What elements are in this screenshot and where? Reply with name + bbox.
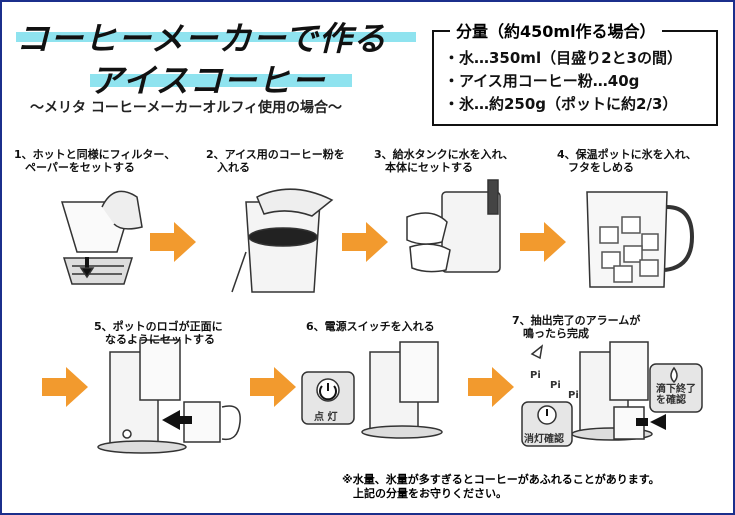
alarm-label: Pi xyxy=(530,370,541,381)
step-caption-3: 3、給水タンクに水を入れ、 本体にセットする xyxy=(374,148,514,174)
arrow-icon xyxy=(342,222,388,262)
drip-end-label: 滴下終了 を確認 xyxy=(656,384,696,406)
step-caption-6: 6、電源スイッチを入れる xyxy=(306,320,435,333)
step4-illustration xyxy=(586,191,695,288)
step5-illustration xyxy=(97,339,241,454)
step-caption-5: 5、ポットのロゴが正面に なるようにセットする xyxy=(94,320,223,346)
alarm-label: Pi xyxy=(568,390,579,401)
alarm-label: Pi xyxy=(550,380,561,391)
step3-illustration xyxy=(406,179,501,273)
step6-illustration xyxy=(301,341,443,439)
step-caption-4: 4、保温ポットに氷を入れ、 フタをしめる xyxy=(557,148,697,174)
power-on-label: 点 灯 xyxy=(314,412,338,423)
amount-item-water: ・水…350ml（目盛り2と3の間） xyxy=(444,49,682,67)
arrow-icon xyxy=(150,222,196,262)
step1-illustration xyxy=(60,190,143,285)
page-title: コーヒーメーカーで作る xyxy=(16,19,387,58)
title-highlight xyxy=(16,32,416,42)
arrow-icon xyxy=(468,367,514,407)
step-caption-2: 2、アイス用のコーヒー粉を 入れる xyxy=(206,148,345,174)
amount-item-coffee: ・アイス用コーヒー粉…40g xyxy=(444,72,640,90)
arrow-icon xyxy=(520,222,566,262)
light-off-label: 消灯確認 xyxy=(524,434,564,445)
amount-item-ice: ・氷…約250g（ポットに約2/3） xyxy=(444,95,678,113)
step7-illustration xyxy=(521,341,703,447)
step2-illustration xyxy=(231,188,334,293)
page-title-line2: アイスコーヒー xyxy=(90,61,326,100)
step-caption-7: 7、抽出完了のアラームが 鳴ったら完成 xyxy=(512,314,641,340)
subtitle: ～メリタ コーヒーメーカーオルフィ使用の場合～ xyxy=(30,100,343,116)
title-highlight xyxy=(90,74,352,87)
arrow-icon xyxy=(42,367,88,407)
arrow-icon xyxy=(250,367,296,407)
caution-note: ※水量、氷量が多すぎるとコーヒーがあふれることがあります。 上記の分量をお守りく… xyxy=(342,473,660,500)
amount-heading: 分量（約450ml作る場合） xyxy=(450,18,662,42)
step-caption-1: 1、ホットと同様にフィルター、 ペーパーをセットする xyxy=(14,148,176,174)
